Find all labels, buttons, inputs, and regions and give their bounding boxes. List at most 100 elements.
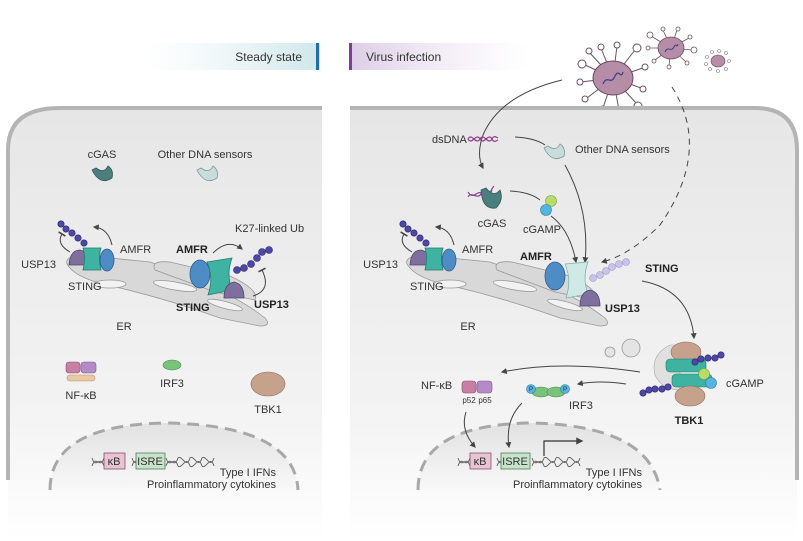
sensor-to-sting-arrow (564, 164, 589, 264)
label-output-ifn-steady: Type I IFNs (220, 467, 277, 479)
label-p52: p52 (462, 396, 476, 405)
label-nfkb: NF-κB (65, 390, 96, 402)
amfr-icon (544, 261, 566, 291)
nucleus-virus (416, 421, 662, 491)
label-tbk1-virus: TBK1 (675, 415, 704, 427)
usp13-inhibition-line (400, 231, 413, 253)
virus-infection-panel: dsDNA Other DNA sensors cGAS cGAMP ER (350, 79, 799, 541)
usp13-inhibition-line (58, 231, 71, 253)
label-k27-ub: K27-linked Ub (235, 223, 304, 235)
cell-membrane-virus (350, 106, 799, 480)
steady-state-title: Steady state (235, 50, 302, 64)
tbk1-bottom-icon (674, 385, 706, 407)
amfr-ubiquitination-arrow (434, 224, 455, 246)
steady-accent-bar (316, 43, 319, 70)
label-kb-steady: κB (108, 456, 121, 468)
label-amfr-left: AMFR (120, 244, 151, 256)
kb-element-box (469, 452, 492, 470)
label-er-virus: ER (460, 321, 475, 333)
ubiquitin-chain-faded-icon (589, 258, 630, 282)
virus-medium-icon (645, 26, 698, 70)
label-output-ifn-virus: Type I IFNs (586, 467, 643, 479)
irf3-icon (162, 359, 182, 371)
ubiquitin-chain-icon (399, 220, 430, 247)
sting-icon (82, 247, 102, 271)
sting-complex-steady-right: K27-linked Ub AMFR STING USP13 (176, 223, 304, 314)
nfkb-icon (65, 361, 97, 382)
label-sting-right: STING (176, 302, 210, 314)
virus-infection-header: Virus infection (349, 43, 529, 70)
label-usp13-right: USP13 (254, 299, 289, 311)
label-phospho-right: P (563, 387, 567, 393)
other-dna-sensor-icon (543, 143, 565, 160)
label-cgas-virus: cGAS (478, 218, 507, 230)
virus-small-icon (704, 49, 731, 73)
nfkb-to-nucleus-arrow (463, 411, 476, 448)
usp13-icon (223, 281, 245, 299)
label-usp13-left: USP13 (21, 259, 56, 271)
label-er-steady: ER (116, 321, 131, 333)
label-output-cytokines-virus: Proinflammatory cytokines (513, 479, 642, 491)
irf3-phosphorylated-icon (526, 384, 570, 398)
ubiquitin-chain-icon (233, 246, 273, 274)
amfr-icon (441, 248, 457, 272)
label-amfr-right-virus: AMFR (520, 251, 552, 263)
label-cgamp-virus: cGAMP (523, 224, 561, 236)
cgas-icon (480, 187, 502, 209)
virus-large-icon (576, 41, 649, 115)
label-nfkb-virus: NF-κB (421, 380, 452, 392)
isre-element-box (500, 452, 531, 470)
amfr-icon (189, 259, 211, 289)
label-p65: p65 (478, 396, 492, 405)
label-isre-steady: ISRE (137, 456, 163, 468)
nfkb-activated-icon (461, 380, 493, 394)
label-irf3: IRF3 (160, 378, 184, 390)
label-cgas: cGAS (88, 149, 117, 161)
label-sting-left-virus: STING (410, 281, 444, 293)
label-isre-virus: ISRE (502, 456, 528, 468)
tbk1-icon (250, 371, 286, 397)
cgamp-blue-icon (540, 204, 552, 216)
label-irf3-virus: IRF3 (569, 400, 593, 412)
ubiquitin-chain-icon (639, 351, 725, 397)
cgamp-blue-bound-icon (705, 377, 717, 389)
label-cgamp-tbk1: cGAMP (726, 378, 764, 390)
dsdna-to-sensor-line (514, 136, 546, 146)
label-sting-right-virus: STING (645, 263, 679, 275)
virus-infection-title: Virus infection (366, 50, 441, 64)
cgamp-to-sting-arrow (550, 215, 579, 264)
irf3-to-nucleus-arrow (505, 402, 523, 449)
ubiquitin-chain-icon (57, 220, 88, 247)
usp13-inhibition-line (252, 267, 266, 297)
tbk1-to-irf3-arrow (576, 380, 627, 387)
dsdna-icon (467, 136, 499, 142)
sting-complex-virus-left: USP13 AMFR STING (363, 220, 493, 293)
virus-accent-bar (349, 43, 352, 70)
isre-element-box (135, 452, 166, 470)
nucleus-steady (48, 421, 300, 491)
cgas-to-cgamp-line (509, 190, 541, 201)
amfr-icon (99, 248, 115, 272)
sting-to-tbk1-arrow (641, 280, 697, 340)
transcription-start-arrow (543, 437, 584, 456)
steady-state-panel: cGAS Other DNA sensors ER USP13 AMFR (6, 106, 322, 541)
amfr-ubiquitination-arrow (92, 224, 113, 246)
label-kb-virus: κB (474, 456, 487, 468)
label-usp13-right-virus: USP13 (605, 303, 640, 315)
label-other-dna-sensors: Other DNA sensors (158, 149, 253, 161)
steady-state-header: Steady state (145, 43, 320, 70)
tbk1-to-nfkb-arrow (500, 365, 641, 374)
phospho-icon-right (560, 384, 570, 394)
sting-icon (424, 247, 444, 271)
label-usp13-left-virus: USP13 (363, 259, 398, 271)
phospho-icon-left (526, 384, 536, 394)
label-amfr-left-virus: AMFR (462, 244, 493, 256)
virus-sting-dashed-arrow (600, 86, 690, 264)
cgamp-green-bound-icon (698, 368, 710, 380)
label-phospho-left: P (529, 387, 533, 393)
usp13-icon (579, 289, 601, 307)
label-sting-left: STING (68, 281, 102, 293)
sting-complex-virus-right: AMFR STING USP13 (520, 251, 679, 315)
other-dna-sensor-icon (196, 165, 218, 182)
